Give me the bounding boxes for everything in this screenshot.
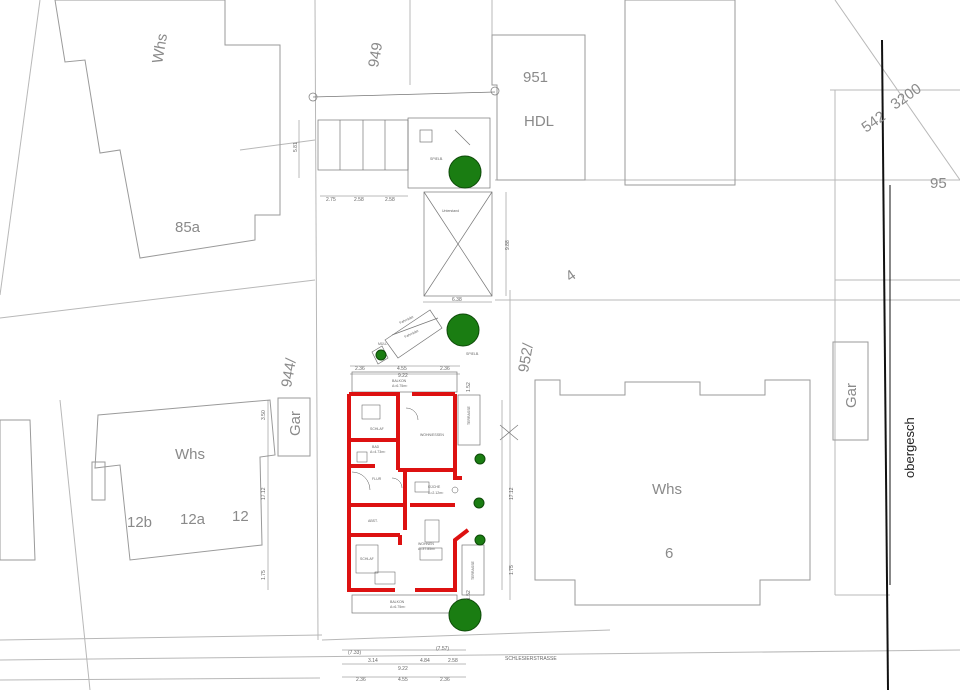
- room-labels: SPIELB. Unterstand SPIELB. Fahrräder Fah…: [360, 157, 479, 609]
- label-spielb-2: SPIELB.: [466, 352, 479, 356]
- room-terrace: TERRASSE: [467, 405, 471, 425]
- room-balcony-top-area: A=6.75m²: [392, 384, 408, 388]
- label-carport: Unterstand: [442, 209, 459, 213]
- bush-3: [473, 497, 485, 509]
- building-garage-left: [277, 397, 311, 457]
- dim-4-55b: 4.55: [398, 677, 408, 683]
- room-terrace-2: TERRASSE: [471, 560, 475, 580]
- tree-3: [448, 598, 482, 632]
- building-label-whs-top: Whs: [149, 32, 171, 64]
- room-bath-n-area: A=4.73m²: [370, 450, 386, 454]
- street-name: SCHLESIERSTRASSE: [505, 656, 557, 662]
- room-sw: SCHLAF: [360, 557, 374, 561]
- room-living-n: WOHN/ESSEN: [420, 433, 444, 437]
- label-trash: MÜLL: [378, 342, 387, 346]
- label-spielb: SPIELB.: [430, 157, 443, 161]
- parcel-95: 95: [930, 175, 947, 192]
- dim-2-58: 2.58: [354, 197, 364, 203]
- parcel-85a: 85a: [175, 219, 201, 236]
- room-balcony-bot-area: A=6.75m²: [390, 605, 406, 609]
- building-label-whs-right: Whs: [652, 481, 682, 498]
- dim-9-88: 9.88: [505, 240, 511, 250]
- building-label-12: 12: [232, 508, 249, 525]
- parcel-542: 542: [859, 108, 889, 136]
- dim-7-33: (7.33): [348, 650, 361, 656]
- dimension-text: 2.75 2.58 2.58 5.81 9.88 6.38 2.36 4.55 …: [261, 142, 515, 683]
- dim-4-55: 4.55: [397, 366, 407, 372]
- building-whs-top-right: [624, 0, 736, 186]
- building-small: [91, 461, 106, 501]
- floor-plan: [347, 392, 470, 592]
- room-kitchen-area: A=2.12m²: [428, 491, 444, 495]
- legend-divider: [881, 39, 889, 691]
- room-ne: SCHLAF: [370, 427, 384, 431]
- dim-1-52b: 1.52: [466, 590, 472, 600]
- parcel-949: 949: [365, 41, 386, 69]
- dim-4-84: 4.84: [420, 658, 430, 664]
- dim-2-36d: 2.36: [440, 677, 450, 683]
- room-living-s: WOHNEN: [418, 542, 434, 546]
- label-hdl: HDL: [524, 113, 554, 130]
- legend-obergesch: obergesch: [902, 417, 917, 478]
- dim-17-12b: 17.12: [509, 487, 515, 500]
- dimension-lines: [267, 120, 507, 678]
- dim-9-22b: 9.22: [398, 666, 408, 672]
- building-label-gar-right: Gar: [843, 383, 860, 408]
- room-kitchen: KÜCHE: [428, 485, 441, 489]
- dim-2-58b: 2.58: [385, 197, 395, 203]
- room-balcony-bot: BALKON: [390, 600, 405, 604]
- building-label-12a: 12a: [180, 511, 206, 528]
- dim-2-36c: 2.36: [356, 677, 366, 683]
- dim-5-81: 5.81: [293, 142, 299, 152]
- bush-1: [375, 349, 387, 361]
- building-whs-left: [94, 399, 276, 561]
- building-left-edge: [0, 419, 36, 561]
- dim-2-58c: 2.58: [448, 658, 458, 664]
- dim-2-75: 2.75: [326, 197, 336, 203]
- building-whs-top: [54, 0, 281, 259]
- building-label-6: 6: [665, 545, 673, 562]
- building-label-whs-left: Whs: [175, 446, 205, 463]
- building-label-12b: 12b: [127, 514, 152, 531]
- bush-2: [474, 453, 486, 465]
- label-bikes-2: Fahrräder: [404, 328, 420, 338]
- room-living-s-area: A=37.85m²: [418, 547, 436, 551]
- tree-2: [446, 313, 480, 347]
- room-bath-n: BAD: [372, 445, 380, 449]
- dim-6-38: 6.38: [452, 297, 462, 303]
- dim-1-75b: 1.75: [509, 565, 515, 575]
- building-garage-right: [832, 341, 869, 441]
- dim-3-14: 3.14: [368, 658, 378, 664]
- vegetation: [375, 155, 486, 632]
- building-label-gar-left: Gar: [287, 411, 304, 436]
- dim-9-22: 9.22: [398, 373, 408, 379]
- neighbour-buildings: [0, 0, 869, 606]
- room-storage: ABST.: [368, 519, 378, 523]
- parcel-944: 944/: [278, 356, 300, 389]
- building-hdl: [491, 34, 586, 181]
- dim-3-50: 3.50: [261, 410, 267, 420]
- parcel-text: 949 951 HDL 542 3200 95 85a 4 944/ 952/ …: [127, 32, 947, 662]
- dim-2-36: 2.36: [355, 366, 365, 372]
- parcel-951: 951: [523, 69, 548, 86]
- dim-2-36b: 2.36: [440, 366, 450, 372]
- dim-17-12: 17.12: [261, 487, 267, 500]
- label-bikes: Fahrräder: [399, 314, 415, 324]
- parcel-952: 952/: [515, 341, 537, 374]
- bush-4: [474, 534, 486, 546]
- tree-1: [448, 155, 482, 189]
- dim-7-57: (7.57): [436, 646, 449, 652]
- dim-1-75: 1.75: [261, 570, 267, 580]
- room-hall: FLUR: [372, 477, 382, 481]
- parcel-3200: 3200: [888, 80, 925, 113]
- room-balcony-top: BALKON: [392, 379, 407, 383]
- parcel-4: 4: [563, 267, 580, 286]
- building-whs-right: [534, 379, 811, 606]
- dim-1-52: 1.52: [466, 382, 472, 392]
- site-elements: [308, 86, 519, 614]
